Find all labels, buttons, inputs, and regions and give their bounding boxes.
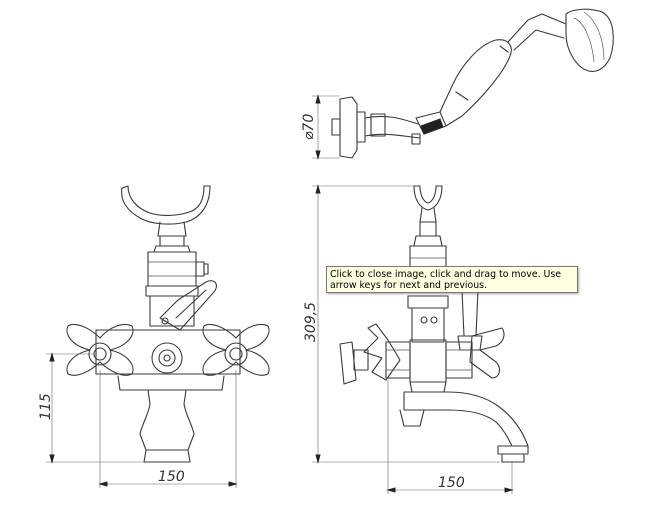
total-height-dimension: 309,5 bbox=[303, 302, 319, 342]
front-view: 150 115 bbox=[38, 185, 270, 488]
diameter-dimension: ⌀70 bbox=[301, 114, 317, 140]
side-width-dimension: 150 bbox=[438, 475, 465, 491]
front-height-dimension: 115 bbox=[38, 393, 54, 420]
hand-shower-view: ⌀70 bbox=[301, 8, 614, 160]
tooltip-text: Click to close image, click and drag to … bbox=[330, 269, 562, 291]
front-width-dimension: 150 bbox=[158, 469, 185, 485]
side-view: 309,5 150 bbox=[303, 184, 529, 494]
image-viewer-tooltip[interactable]: Click to close image, click and drag to … bbox=[326, 266, 578, 293]
